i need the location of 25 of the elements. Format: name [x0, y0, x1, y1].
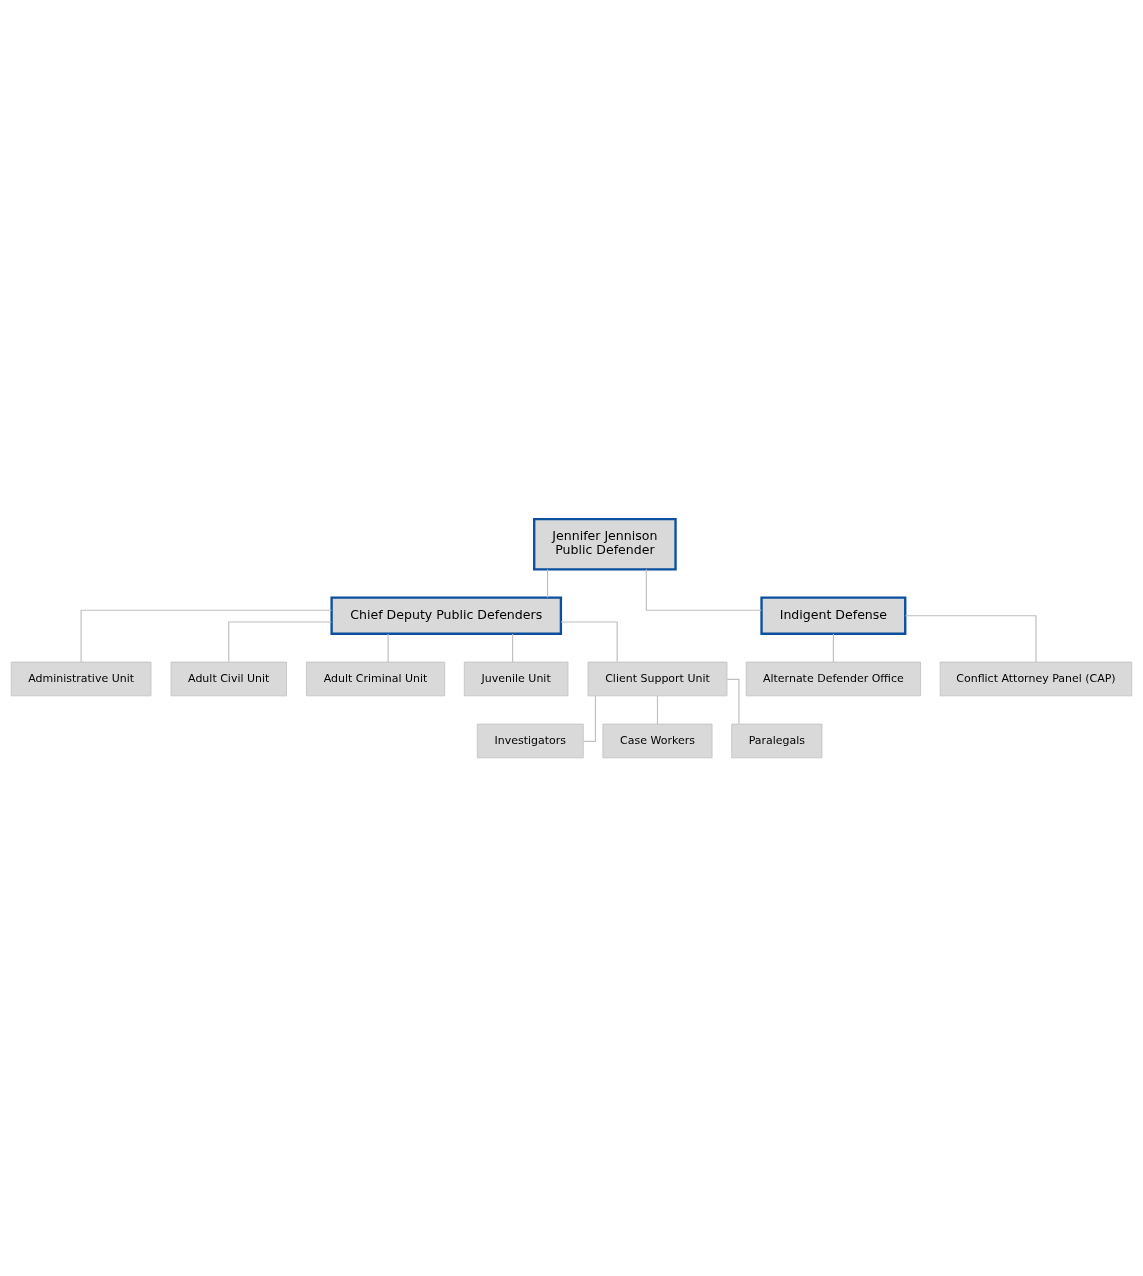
connector — [656, 694, 659, 725]
connector — [582, 694, 597, 742]
connector — [832, 632, 834, 663]
node-box: Jennifer Jennison Public Defender — [533, 517, 677, 571]
connector — [80, 609, 333, 663]
node-box: Paralegals — [731, 723, 823, 758]
node-box: Indigent Defense — [760, 596, 907, 635]
connector — [560, 620, 618, 662]
connector — [645, 568, 762, 611]
node-box: Adult Criminal Unit — [306, 661, 446, 696]
node-box: Investigators — [476, 723, 584, 758]
connector — [546, 568, 549, 598]
node-box: Conflict Attorney Panel (CAP) — [939, 661, 1133, 696]
connector — [228, 620, 333, 662]
connector — [726, 678, 740, 724]
connector — [512, 632, 514, 663]
connector — [387, 632, 389, 663]
node-box: Administrative Unit — [10, 661, 152, 696]
node-box: Adult Civil Unit — [170, 661, 287, 696]
node-box: Client Support Unit — [587, 661, 728, 696]
node-box: Alternate Defender Office — [745, 661, 921, 696]
connector — [904, 614, 1037, 663]
node-box: Chief Deputy Public Defenders — [330, 596, 563, 635]
node-box: Case Workers — [602, 723, 713, 758]
node-box: Juvenile Unit — [463, 661, 569, 696]
